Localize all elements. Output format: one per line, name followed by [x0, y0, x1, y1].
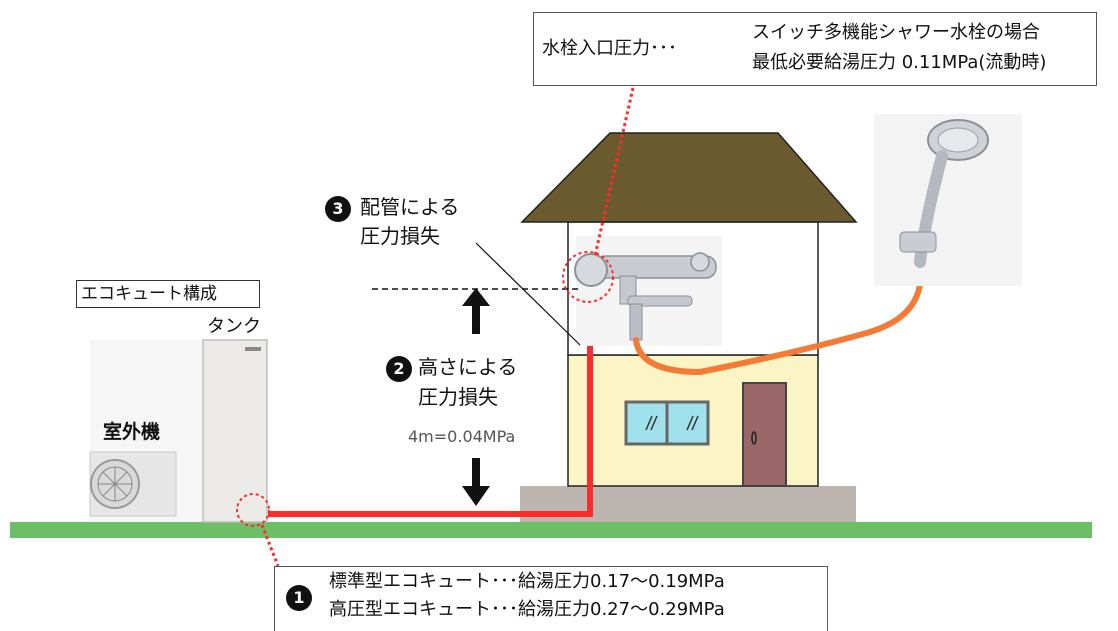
supply-outlet-marker — [236, 493, 270, 527]
outdoor-unit — [89, 340, 202, 522]
faucet-pressure-line2: 最低必要給湯圧力 0.11MPa(流動時) — [752, 52, 1047, 73]
faucet-image — [574, 236, 722, 346]
height-loss-line2: 圧力損失 — [418, 385, 498, 409]
supply-pressure-callout: 1 標準型エコキュート･･･給湯圧力0.17～0.19MPa 高圧型エコキュート… — [274, 566, 828, 631]
tank-unit — [202, 339, 268, 523]
faucet-pressure-line1: スイッチ多機能シャワー水栓の場合 — [752, 22, 1040, 43]
supply-leader-line — [260, 524, 280, 567]
faucet-pressure-callout: 水栓入口圧力･･･ スイッチ多機能シャワー水栓の場合 最低必要給湯圧力 0.11… — [533, 12, 1097, 86]
height-loss-number: 2 — [386, 356, 412, 382]
house-door — [742, 382, 787, 487]
faucet-pressure-label: 水栓入口圧力･･･ — [542, 38, 677, 59]
pipe-loss-number: 3 — [325, 196, 351, 222]
supply-pressure-line1: 標準型エコキュート･･･給湯圧力0.17～0.19MPa — [329, 571, 725, 592]
supply-pressure-number: 1 — [286, 585, 312, 611]
house-window — [624, 400, 710, 446]
shower-hose — [633, 281, 923, 376]
height-arrow-down — [462, 458, 490, 506]
tank-label: タンク — [207, 316, 261, 337]
outdoor-unit-label: 室外機 — [103, 421, 161, 443]
pipe-loss-pointer — [475, 242, 581, 346]
height-loss-line1: 高さによる — [418, 355, 518, 379]
shower-head-image — [874, 114, 1022, 286]
pipe-loss-line1: 配管による — [360, 195, 460, 219]
ground-strip — [10, 522, 1092, 538]
ecocute-config-text: エコキュート構成 — [81, 284, 217, 304]
faucet-leader-line — [593, 87, 635, 257]
hot-water-pipe — [268, 292, 593, 517]
ecocute-config-label: エコキュート構成 — [76, 280, 260, 308]
house-roof — [520, 132, 858, 223]
height-arrow-up — [462, 288, 490, 334]
pipe-loss-line2: 圧力損失 — [360, 224, 440, 248]
faucet-inlet-marker — [562, 251, 614, 303]
supply-pressure-line2: 高圧型エコキュート･･･給湯圧力0.27～0.29MPa — [329, 599, 725, 620]
height-loss-value: 4m=0.04MPa — [408, 427, 516, 446]
